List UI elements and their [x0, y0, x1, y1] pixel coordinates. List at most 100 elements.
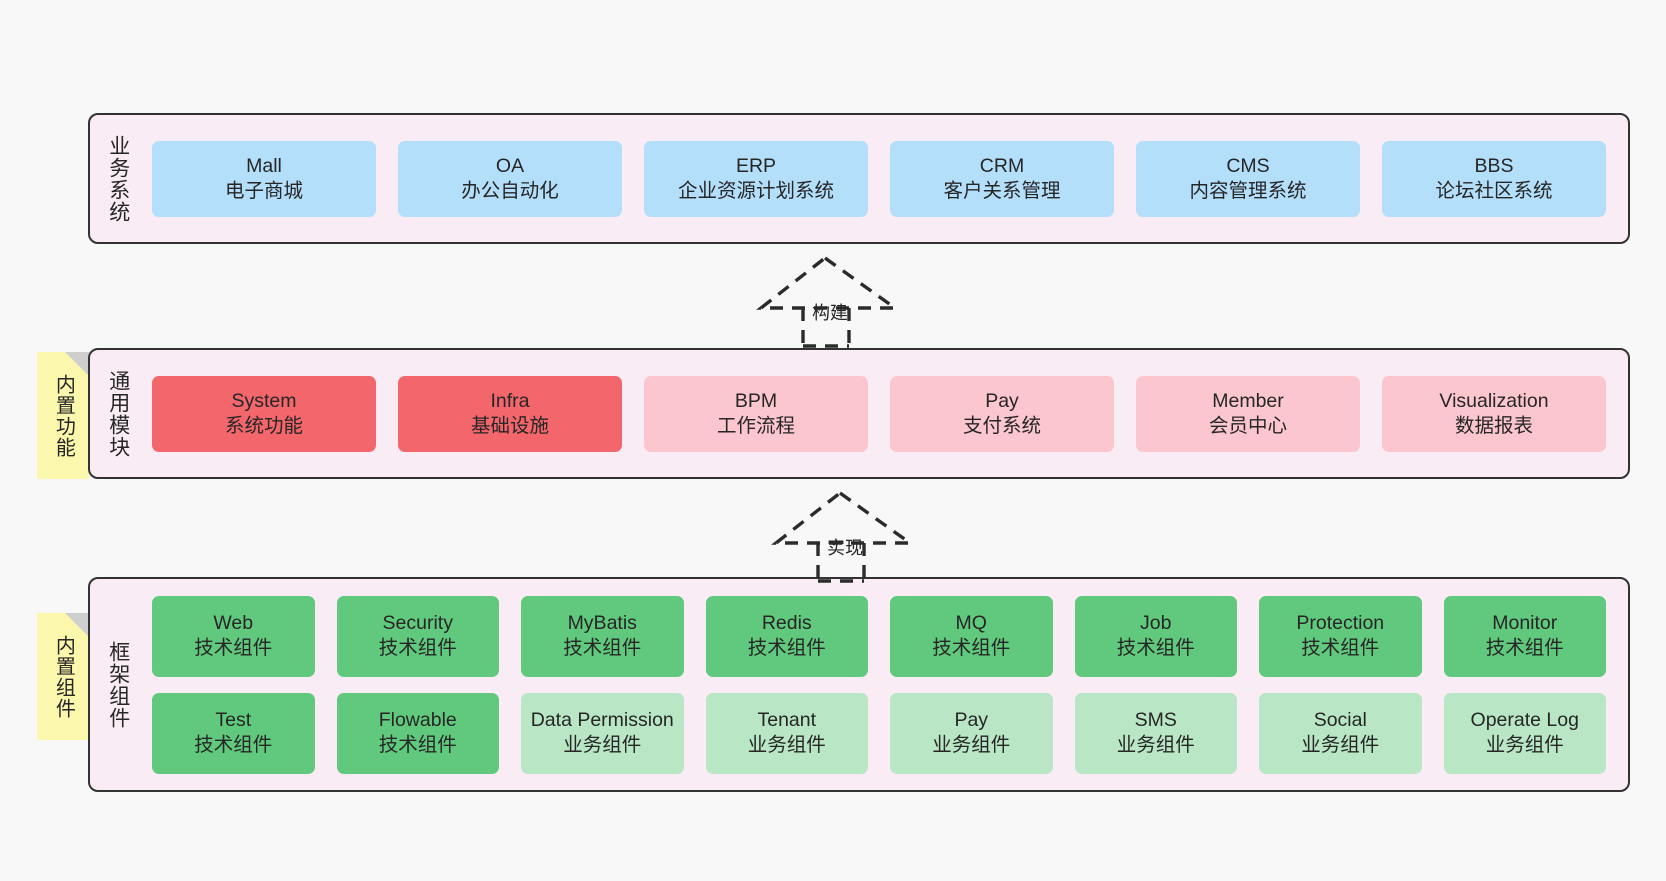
- panel-framework-components-label: 框架组件: [106, 640, 130, 729]
- connector-build-arrowhead: [756, 255, 901, 310]
- panel-common-modules: 通用模块 System 系统功能 Infra 基础设施 BPM 工作流程 Pay…: [88, 348, 1630, 479]
- card-title: Protection: [1296, 612, 1385, 635]
- card-subtitle: 技术组件: [194, 637, 273, 659]
- card-subtitle: 业务组件: [1301, 734, 1380, 756]
- panel-business-systems: 业务系统 Mall 电子商城 OA 办公自动化 ERP 企业资源计划系统 CRM…: [88, 113, 1630, 244]
- card-subtitle: 技术组件: [194, 734, 273, 756]
- card-subtitle: 技术组件: [932, 637, 1011, 659]
- card-test[interactable]: Test 技术组件: [152, 692, 315, 774]
- card-subtitle: 业务组件: [747, 734, 826, 756]
- card-subtitle: 基础设施: [470, 414, 549, 437]
- card-protection[interactable]: Protection 技术组件: [1259, 595, 1422, 677]
- card-subtitle: 技术组件: [1116, 637, 1195, 659]
- card-title: Mall: [246, 154, 282, 177]
- card-visualization[interactable]: Visualization 数据报表: [1382, 375, 1606, 452]
- panel-business-systems-label: 业务系统: [106, 134, 130, 223]
- connector-implement-label: 实现: [827, 538, 863, 558]
- card-subtitle: 电子商城: [224, 179, 303, 202]
- card-title: CMS: [1226, 154, 1270, 177]
- sticky-note-builtin-components-label: 内置组件: [52, 634, 75, 719]
- card-web[interactable]: Web 技术组件: [152, 595, 315, 677]
- card-flowable[interactable]: Flowable 技术组件: [336, 692, 499, 774]
- connector-implement-svg: [771, 490, 916, 583]
- card-monitor[interactable]: Monitor 技术组件: [1443, 595, 1606, 677]
- card-operate-log[interactable]: Operate Log 业务组件: [1443, 692, 1606, 774]
- card-tenant[interactable]: Tenant 业务组件: [705, 692, 868, 774]
- card-subtitle: 技术组件: [1301, 637, 1380, 659]
- card-member[interactable]: Member 会员中心: [1136, 375, 1360, 452]
- card-title: Flowable: [378, 709, 457, 732]
- card-subtitle: 企业资源计划系统: [677, 179, 834, 202]
- connector-implement-arrowhead: [771, 490, 916, 545]
- sticky-note-builtin-features-label: 内置功能: [52, 373, 75, 458]
- panel-framework-components: 框架组件 Web 技术组件 Security 技术组件 MyBatis 技术组件…: [88, 577, 1630, 792]
- card-title: MyBatis: [567, 612, 637, 635]
- card-title: Social: [1313, 709, 1367, 732]
- card-title: Member: [1212, 389, 1284, 412]
- card-redis[interactable]: Redis 技术组件: [705, 595, 868, 677]
- card-data-permission[interactable]: Data Permission 业务组件: [521, 692, 684, 774]
- card-pay-module[interactable]: Pay 支付系统: [890, 375, 1114, 452]
- card-subtitle: 办公自动化: [461, 179, 559, 202]
- card-erp[interactable]: ERP 企业资源计划系统: [644, 140, 868, 217]
- card-sms[interactable]: SMS 业务组件: [1074, 692, 1237, 774]
- card-social[interactable]: Social 业务组件: [1259, 692, 1422, 774]
- sticky-note-builtin-features: 内置功能: [37, 352, 89, 479]
- card-subtitle: 业务组件: [1116, 734, 1195, 756]
- card-title: BBS: [1474, 154, 1514, 177]
- card-title: Pay: [954, 709, 989, 732]
- card-title: Pay: [985, 389, 1019, 412]
- card-subtitle: 技术组件: [563, 637, 642, 659]
- card-title: Infra: [490, 389, 530, 412]
- framework-biz-row: Test 技术组件 Flowable 技术组件 Data Permission …: [152, 692, 1606, 774]
- card-title: Redis: [761, 612, 812, 635]
- card-subtitle: 客户关系管理: [943, 179, 1061, 202]
- card-job[interactable]: Job 技术组件: [1074, 595, 1237, 677]
- card-title: OA: [495, 154, 525, 177]
- card-subtitle: 论坛社区系统: [1435, 179, 1553, 202]
- card-system[interactable]: System 系统功能: [152, 375, 376, 452]
- card-bbs[interactable]: BBS 论坛社区系统: [1382, 140, 1606, 217]
- card-title: Test: [215, 709, 252, 732]
- connector-implement-stem: [816, 543, 866, 583]
- card-mq[interactable]: MQ 技术组件: [890, 595, 1053, 677]
- card-bpm[interactable]: BPM 工作流程: [644, 375, 868, 452]
- card-subtitle: 业务组件: [563, 734, 642, 756]
- card-security[interactable]: Security 技术组件: [336, 595, 499, 677]
- card-subtitle: 业务组件: [1485, 734, 1564, 756]
- note-fold-corner-icon: [65, 352, 89, 376]
- card-title: Monitor: [1492, 612, 1558, 635]
- card-subtitle: 数据报表: [1454, 414, 1533, 437]
- card-subtitle: 技术组件: [378, 734, 457, 756]
- card-title: System: [231, 389, 297, 412]
- sticky-note-builtin-components: 内置组件: [37, 613, 89, 740]
- framework-tech-row: Web 技术组件 Security 技术组件 MyBatis 技术组件 Redi…: [152, 595, 1606, 677]
- note-fold-corner-icon: [65, 613, 89, 637]
- card-title: MQ: [955, 612, 987, 635]
- card-subtitle: 技术组件: [1485, 637, 1564, 659]
- card-subtitle: 系统功能: [224, 414, 303, 437]
- card-title: Operate Log: [1470, 709, 1579, 732]
- card-crm[interactable]: CRM 客户关系管理: [890, 140, 1114, 217]
- panel-business-systems-body: Mall 电子商城 OA 办公自动化 ERP 企业资源计划系统 CRM 客户关系…: [146, 115, 1628, 242]
- card-infra[interactable]: Infra 基础设施: [398, 375, 622, 452]
- panel-framework-components-body: Web 技术组件 Security 技术组件 MyBatis 技术组件 Redi…: [146, 579, 1628, 790]
- card-subtitle: 支付系统: [962, 414, 1041, 437]
- connector-implement: 实现: [770, 487, 920, 583]
- card-pay-component[interactable]: Pay 业务组件: [890, 692, 1053, 774]
- card-cms[interactable]: CMS 内容管理系统: [1136, 140, 1360, 217]
- panel-common-modules-body: System 系统功能 Infra 基础设施 BPM 工作流程 Pay 支付系统…: [146, 350, 1628, 477]
- card-title: Security: [382, 612, 453, 635]
- business-systems-row: Mall 电子商城 OA 办公自动化 ERP 企业资源计划系统 CRM 客户关系…: [152, 140, 1606, 217]
- card-title: Data Permission: [530, 709, 674, 732]
- card-title: Visualization: [1439, 389, 1549, 412]
- card-oa[interactable]: OA 办公自动化: [398, 140, 622, 217]
- connector-build-label: 构建: [812, 303, 848, 323]
- card-subtitle: 业务组件: [932, 734, 1011, 756]
- card-title: SMS: [1134, 709, 1177, 732]
- card-mybatis[interactable]: MyBatis 技术组件: [521, 595, 684, 677]
- card-subtitle: 技术组件: [378, 637, 457, 659]
- card-mall[interactable]: Mall 电子商城: [152, 140, 376, 217]
- card-subtitle: 内容管理系统: [1189, 179, 1307, 202]
